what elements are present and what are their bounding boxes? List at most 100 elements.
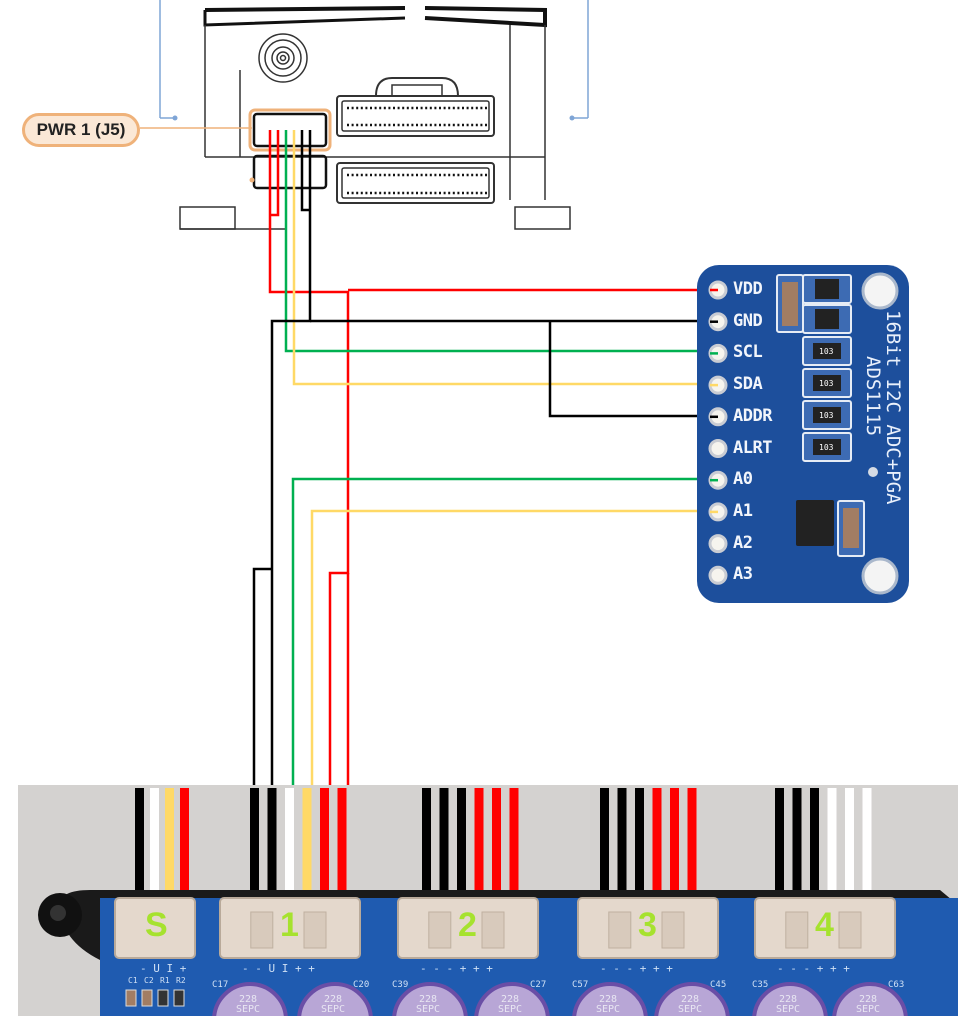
port-3-wire-black [617, 788, 627, 890]
port-1-wire-red [320, 788, 329, 890]
adc-board-title: 16Bit I2C ADC+PGA [882, 310, 904, 505]
capacitor-ref: C27 [530, 980, 547, 990]
wire-red-vdd2[interactable] [270, 130, 280, 217]
port-2-wire-red [474, 788, 484, 890]
capacitor-ref: C20 [353, 980, 370, 990]
capacitor-ref: C35 [752, 980, 769, 990]
adc-pin-label-a1: A1 [733, 500, 753, 521]
port-S-silkscreen: - U I + [140, 962, 187, 975]
port-4-wire-black [775, 788, 784, 890]
wire-green-scl[interactable] [284, 130, 718, 353]
adc-pin-label-addr: ADDR [733, 405, 772, 426]
antenna-connector [258, 33, 308, 83]
port-4-wire-black [792, 788, 802, 890]
capacitor-ref: C39 [392, 980, 409, 990]
adc-pin-pad-a2[interactable] [708, 534, 728, 554]
pwr2-connector [252, 154, 328, 190]
adc-board-model: ADS1115 [862, 356, 884, 437]
port-label-S: S [145, 906, 168, 944]
ads1115-board: 103 103 103 103 [697, 265, 909, 603]
component-ref: R2 [176, 976, 186, 985]
connector-upper [336, 95, 495, 137]
port-4-wire-white [845, 788, 854, 890]
wire-black-gnd[interactable] [270, 130, 312, 790]
adc-pin-pad-a3[interactable] [708, 565, 728, 585]
port-4-silkscreen: - - - + + + [777, 962, 850, 975]
component-ref: C2 [144, 976, 154, 985]
port-wire-stubs [135, 788, 872, 890]
pwr1-j5-highlight [248, 108, 332, 152]
port-1-wire-red [337, 788, 347, 890]
adc-pin-label-alrt: ALRT [733, 437, 772, 458]
port-label-4: 4 [815, 906, 834, 944]
port-3-wire-red [652, 788, 662, 890]
adc-pin-label-gnd: GND [733, 310, 763, 331]
port-3-silkscreen: - - - + + + [600, 962, 673, 975]
adc-pin-pad-alrt[interactable] [708, 439, 728, 458]
adc-pin-label-a2: A2 [733, 532, 753, 553]
port-2-wire-black [439, 788, 449, 890]
adc-pin-label-vdd: VDD [733, 279, 763, 299]
port-housings [114, 897, 896, 959]
adc-pin-label-scl: SCL [733, 342, 763, 363]
wiring [252, 130, 718, 797]
port-4-wire-white [827, 788, 837, 890]
port-4-wire-white [862, 788, 872, 890]
resistor-code: 103 [819, 443, 834, 452]
power-board [18, 785, 958, 1021]
port-S-housing[interactable] [114, 897, 196, 959]
resistor-code: 103 [819, 347, 834, 356]
capacitor-ref: C57 [572, 980, 589, 990]
pwr1-j5-label: PWR 1 (J5) [22, 113, 140, 147]
resistor-code: 103 [819, 411, 834, 420]
wire-green-a0[interactable] [291, 477, 718, 797]
port-4-wire-black [810, 788, 819, 890]
resistor-code: 103 [819, 379, 834, 388]
capacitor-ref: C17 [212, 980, 229, 990]
component-ref: C1 [128, 976, 138, 985]
port-3-wire-red [670, 788, 679, 890]
wire-red-vdd[interactable] [268, 130, 350, 790]
port-1-wire-yellow [302, 788, 312, 890]
wire-yellow-a1[interactable] [310, 509, 718, 790]
port-S-wire-yellow [165, 788, 174, 890]
adc-pin-pads [708, 280, 728, 585]
capacitor-ref: C45 [710, 980, 727, 990]
port-3-wire-black [635, 788, 644, 890]
port-1-wire-white [285, 788, 294, 890]
port-S-wire-white [150, 788, 159, 890]
port-1-wire-black [267, 788, 277, 890]
port-S-wire-black [135, 788, 144, 890]
port-3-wire-red [687, 788, 697, 890]
port-2-wire-red [492, 788, 501, 890]
port-3-wire-black [600, 788, 609, 890]
port-2-silkscreen: - - - + + + [420, 962, 493, 975]
connector-lower [336, 162, 495, 204]
adc-pin-label-sda: SDA [733, 374, 763, 395]
port-1-wire-black [250, 788, 259, 890]
port-label-1: 1 [280, 906, 299, 944]
adc-pin-label-a3: A3 [733, 564, 753, 585]
capacitor-ref: C63 [888, 980, 905, 990]
port-label-2: 2 [458, 906, 477, 944]
port-2-wire-black [457, 788, 466, 890]
port-2-wire-red [509, 788, 519, 890]
port-1-silkscreen: - - U I + + [242, 962, 315, 975]
adc-pin-label-a0: A0 [733, 469, 753, 490]
flight-controller [140, 0, 589, 230]
wire-yellow-sda[interactable] [292, 130, 718, 386]
port-S-wire-red [180, 788, 189, 890]
wire-black-addr[interactable] [548, 321, 718, 418]
port-label-3: 3 [638, 906, 657, 944]
port-2-wire-black [422, 788, 431, 890]
